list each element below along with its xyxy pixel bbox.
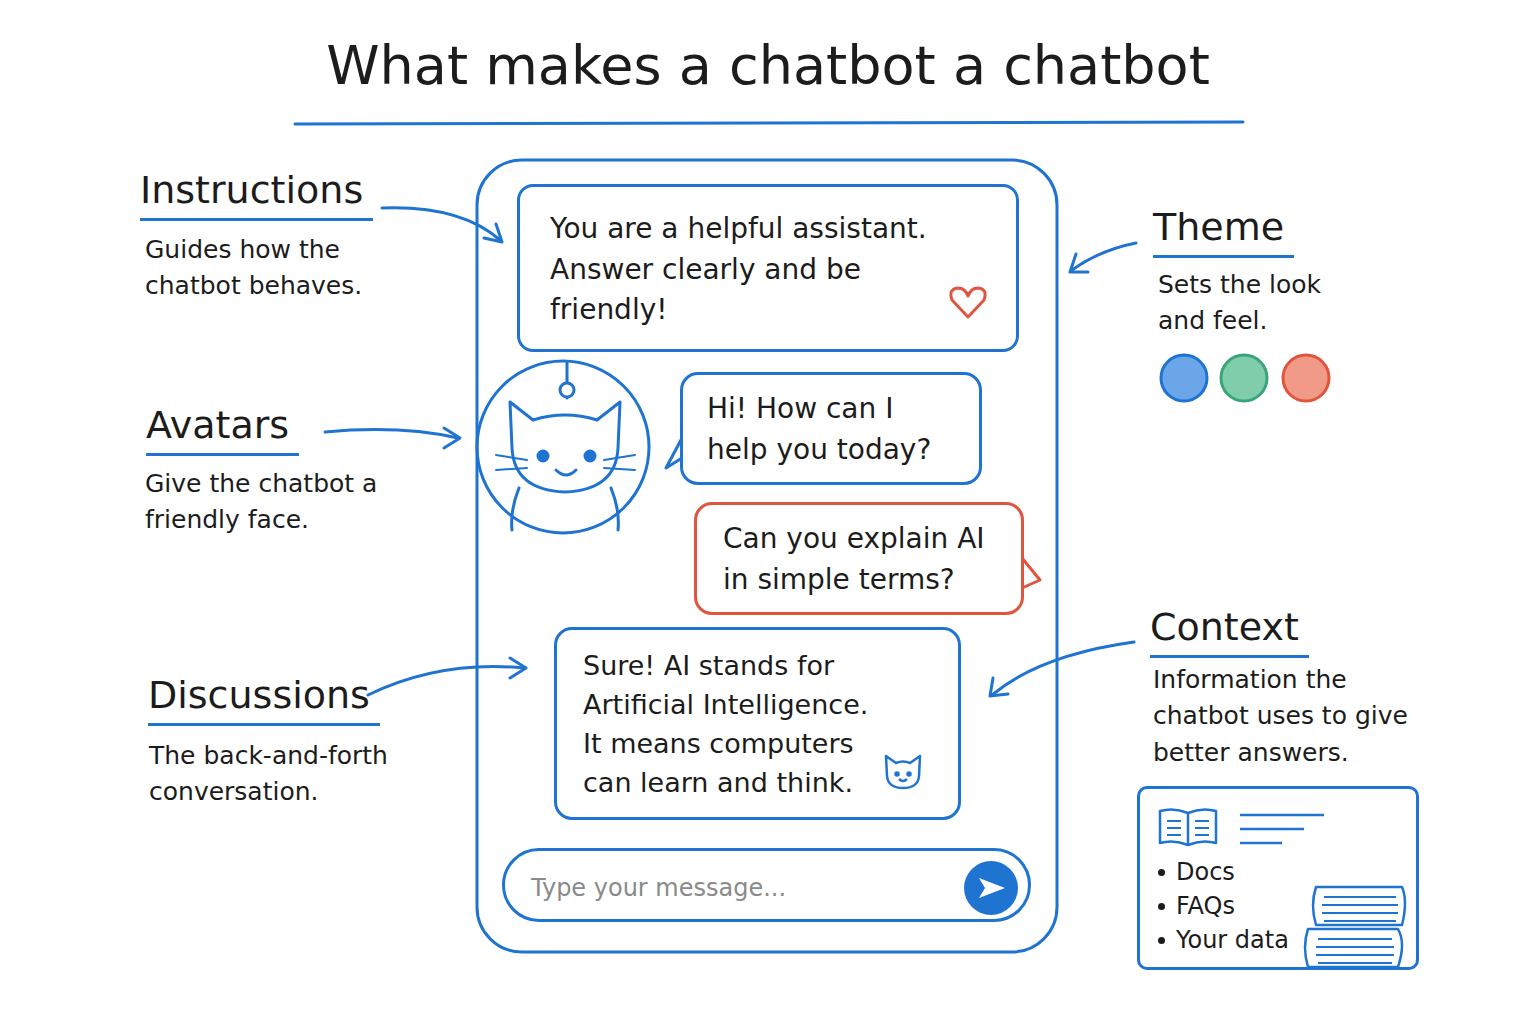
node-text: Type your message... <box>531 871 948 906</box>
bot-bubble: Hi! How can I help you today? <box>680 372 982 485</box>
callout-heading: Instructions <box>140 168 373 221</box>
callout-heading: Discussions <box>148 673 380 726</box>
answer-box: Sure! AI stands for Artificial Intellige… <box>554 627 961 820</box>
title-underline <box>295 122 1243 124</box>
callout-text: Give the chatbot a friendly face. <box>145 466 415 539</box>
heart-icon <box>948 285 988 321</box>
node-text: Can you explain AI in simple terms? <box>723 519 1001 600</box>
callout-text: Sets the look and feel. <box>1158 267 1358 340</box>
cat-icon <box>883 754 923 790</box>
bubble-tail <box>1022 558 1040 588</box>
instruction-box: You are a helpful assistant. Answer clea… <box>517 184 1019 352</box>
phone-frame <box>477 160 1057 952</box>
bullet-item: Docs <box>1156 855 1404 889</box>
node-text: Hi! How can I help you today? <box>707 389 959 470</box>
title: What makes a chatbot a chatbot <box>0 34 1536 97</box>
message-input: Type your message... <box>502 848 1031 922</box>
node-text: You are a helpful assistant. Answer clea… <box>550 209 946 331</box>
callout-heading: Avatars <box>146 403 299 456</box>
context-card: DocsFAQsYour data <box>1137 786 1419 970</box>
books-stack <box>1302 881 1412 973</box>
avatar-icon <box>477 361 649 533</box>
callout-heading: Theme <box>1153 205 1294 258</box>
theme-swatches <box>1161 355 1329 401</box>
user-bubble: Can you explain AI in simple terms? <box>694 502 1024 615</box>
send-button <box>963 860 1019 916</box>
callout-heading: Context <box>1150 605 1309 658</box>
bullet-item: FAQs <box>1156 889 1404 923</box>
callout-text: Information the chatbot uses to give bet… <box>1153 662 1443 771</box>
book-icon <box>1158 805 1338 851</box>
callout-text: The back-and-forth conversation. <box>149 738 419 811</box>
node-text: Sure! AI stands for Artificial Intellige… <box>583 646 888 803</box>
bullet-item: Your data <box>1156 923 1404 957</box>
callout-text: Guides how the chatbot behaves. <box>145 232 395 305</box>
